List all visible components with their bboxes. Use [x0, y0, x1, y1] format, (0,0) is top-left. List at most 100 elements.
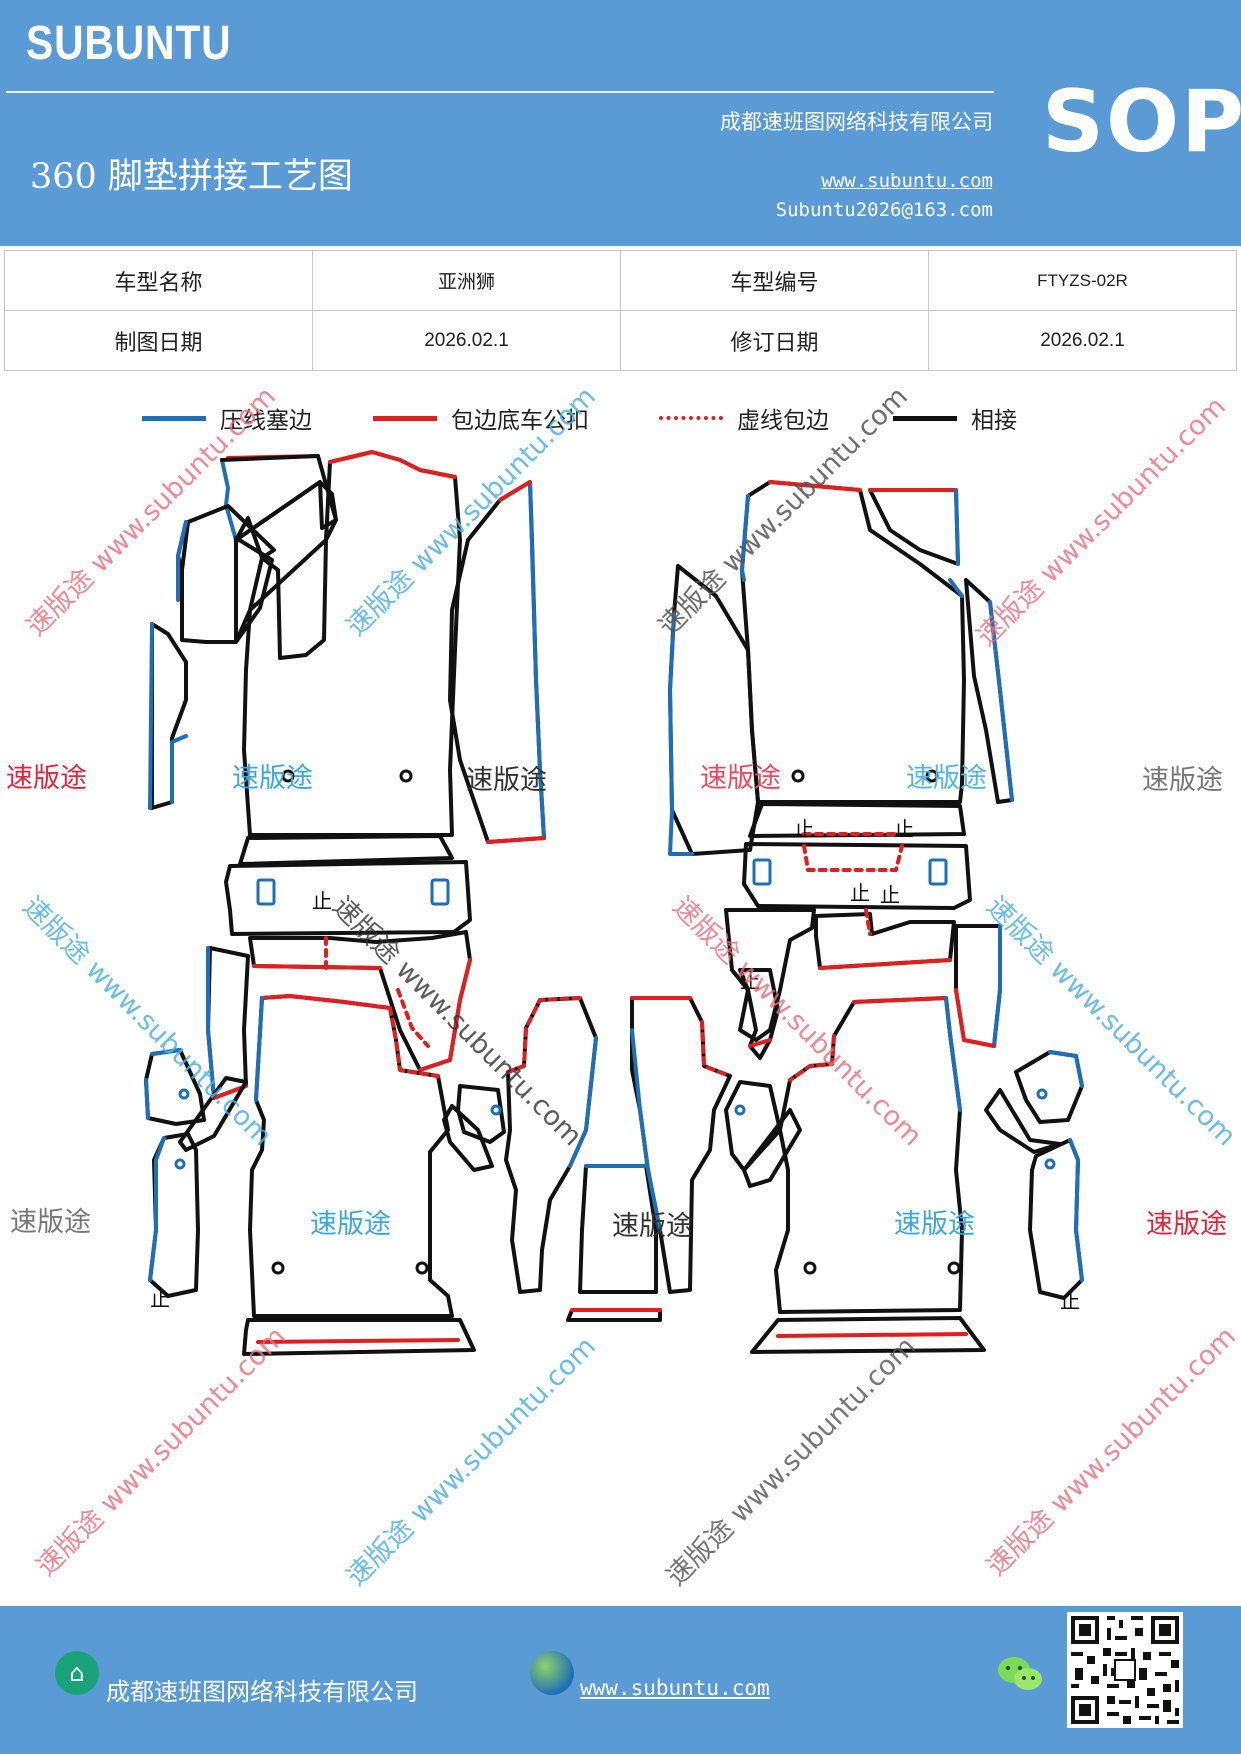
join-mark: 止	[1060, 1289, 1080, 1313]
mat-piece	[248, 994, 454, 1318]
footer-company: 成都速班图网络科技有限公司	[106, 1678, 418, 1706]
clip-hole	[415, 1261, 429, 1275]
watermark-label: 速版途	[894, 1209, 975, 1240]
mat-piece	[724, 908, 816, 1042]
watermark-label: 速版途	[612, 1211, 693, 1242]
mat-edge	[528, 480, 546, 840]
legend-swatch-dashed	[659, 416, 723, 420]
clip-hole	[490, 1104, 502, 1116]
mat-edge	[252, 964, 382, 970]
mat-clip	[928, 858, 948, 886]
clip-hole	[925, 769, 939, 783]
floor-mat-diagram: 止 止 止 止 止	[144, 450, 1084, 1356]
mat-edge	[776, 1332, 968, 1338]
join-mark: 止	[880, 883, 900, 907]
brand-logo: SUBUNTU	[26, 17, 232, 70]
mat-piece	[238, 834, 454, 866]
mat-edge	[260, 994, 392, 1010]
mat-piece	[442, 1104, 494, 1172]
mat-edge	[254, 996, 264, 1102]
mat-piece	[150, 622, 188, 810]
mat-edge	[220, 458, 238, 542]
revise-date-label: 修订日期	[620, 310, 929, 371]
mat-group-top-left: 止	[148, 450, 546, 1100]
mat-edge	[568, 1036, 598, 1168]
mat-edge	[506, 996, 582, 1074]
clip-hole	[1044, 1158, 1056, 1170]
mat-edge	[954, 488, 960, 566]
mat-piece	[814, 912, 956, 970]
mat-edge	[418, 958, 472, 1072]
mat-group-bottom-left: 止	[144, 994, 598, 1356]
mat-edge	[176, 520, 188, 602]
join-mark: 止	[150, 1287, 170, 1311]
mat-edge	[324, 936, 430, 1048]
page-title: 360 脚垫拼接工艺图	[30, 157, 353, 197]
watermark-label: 速版途	[10, 1207, 91, 1238]
mat-piece	[180, 504, 276, 644]
mat-piece	[868, 488, 960, 566]
mat-edge	[948, 578, 964, 598]
legend-label: 压线塞边	[220, 408, 312, 434]
mat-edge	[668, 612, 676, 692]
sop-badge: SOP	[1042, 72, 1241, 172]
legend-item-red: 包边底车公扣	[373, 398, 589, 438]
table-row: 制图日期 2026.02.1 修订日期 2026.02.1	[4, 310, 1237, 371]
mat-edge	[144, 1078, 150, 1120]
mat-edge	[740, 494, 750, 582]
legend-swatch-blue	[142, 415, 206, 421]
mat-edge	[148, 1136, 166, 1282]
mat-piece	[220, 454, 338, 542]
footer-website-link[interactable]: www.subuntu.com	[580, 1676, 770, 1700]
mat-edge	[170, 734, 188, 804]
table-row: 车型名称 亚洲狮 车型编号 FTYZS-02R	[4, 250, 1237, 311]
wechat-icon[interactable]	[996, 1654, 1044, 1694]
email-address: Subuntu2026@163.com	[775, 199, 993, 221]
join-mark: 止	[850, 881, 870, 905]
mat-group-bottom-center	[566, 1164, 662, 1322]
mat-edge	[486, 836, 546, 844]
clip-hole	[791, 769, 805, 783]
join-mark: 止	[740, 969, 760, 993]
mat-edge	[954, 988, 996, 1048]
clip-hole	[947, 1261, 961, 1275]
model-code-label: 车型编号	[620, 250, 929, 311]
watermark-label: 速版途	[1146, 1209, 1227, 1240]
mat-edge	[748, 1038, 772, 1048]
mat-edge	[1068, 1138, 1084, 1282]
legend-label: 虚线包边	[737, 408, 829, 434]
header-divider	[6, 91, 994, 93]
mat-piece	[224, 860, 472, 936]
mat-edge	[788, 1034, 836, 1082]
mat-edge	[992, 924, 1002, 1048]
model-code-value: FTYZS-02R	[928, 250, 1237, 311]
legend-label: 相接	[971, 408, 1017, 434]
watermark-label: 速版途	[906, 763, 987, 794]
clip-hole	[1036, 1088, 1048, 1100]
watermark-label: 速版途	[6, 763, 87, 794]
website-link[interactable]: www.subuntu.com	[821, 170, 993, 192]
mat-edge	[768, 480, 862, 492]
mat-piece	[742, 842, 972, 910]
mat-edge	[852, 996, 948, 1004]
model-name-label: 车型名称	[4, 250, 313, 311]
legend-item-blue: 压线塞边	[142, 398, 312, 438]
mat-edge	[148, 622, 154, 810]
mat-edge	[864, 908, 872, 936]
mat-clip	[256, 878, 276, 906]
mat-edge	[498, 480, 532, 502]
mat-clip	[752, 858, 772, 886]
mat-edge	[256, 1338, 460, 1344]
mat-piece	[1014, 1050, 1084, 1124]
mat-piece	[984, 1088, 1062, 1154]
clip-hole	[174, 1158, 186, 1170]
legend-swatch-black	[893, 415, 957, 421]
draw-date-label: 制图日期	[4, 310, 313, 371]
info-table: 车型名称 亚洲狮 车型编号 FTYZS-02R 制图日期 2026.02.1 修…	[4, 250, 1237, 371]
mat-piece	[630, 996, 732, 1294]
globe-icon	[530, 1651, 574, 1695]
mat-group-top-right: 止 止 止 止 止	[668, 480, 1014, 1060]
mat-edge	[988, 600, 1014, 802]
company-name: 成都速班图网络科技有限公司	[720, 110, 993, 134]
legend-label: 包边底车公扣	[451, 408, 589, 434]
